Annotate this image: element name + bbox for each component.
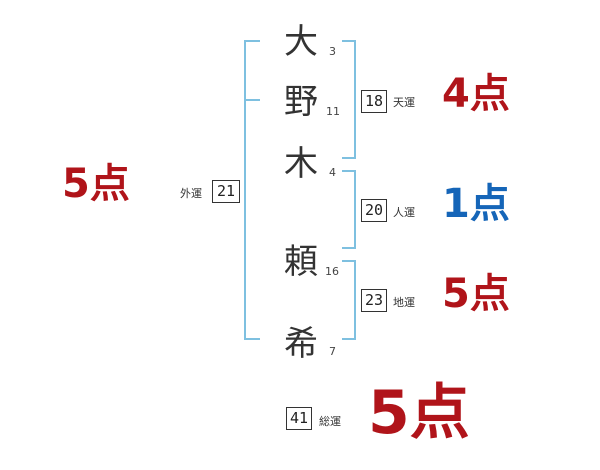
chiun-label: 地運 xyxy=(393,296,415,309)
name-char-2: 野 xyxy=(284,82,318,122)
tenun-score: 4点 xyxy=(442,71,510,117)
chiun-number: 23 xyxy=(361,289,387,312)
jinun-score: 1点 xyxy=(442,181,510,227)
gaiun-score: 5点 xyxy=(62,161,130,207)
stroke-count-1: 3 xyxy=(329,45,336,58)
tenun-label: 天運 xyxy=(393,96,415,109)
name-char-4: 頼 xyxy=(284,242,318,282)
souun-score: 5点 xyxy=(368,378,470,448)
gaiun-number: 21 xyxy=(212,180,240,203)
name-char-5: 希 xyxy=(284,324,318,364)
stroke-count-3: 4 xyxy=(329,166,336,179)
name-char-1: 大 xyxy=(284,22,318,62)
stroke-count-5: 7 xyxy=(329,345,336,358)
stroke-count-2: 11 xyxy=(326,105,340,118)
name-char-3: 木 xyxy=(284,144,318,184)
jinun-label: 人運 xyxy=(393,206,415,219)
gaiun-label: 外運 xyxy=(180,187,202,200)
souun-number: 41 xyxy=(286,407,312,430)
jinun-number: 20 xyxy=(361,199,387,222)
tenun-number: 18 xyxy=(361,90,387,113)
souun-label: 総運 xyxy=(319,415,341,428)
stroke-count-4: 16 xyxy=(325,265,339,278)
chiun-score: 5点 xyxy=(442,271,510,317)
